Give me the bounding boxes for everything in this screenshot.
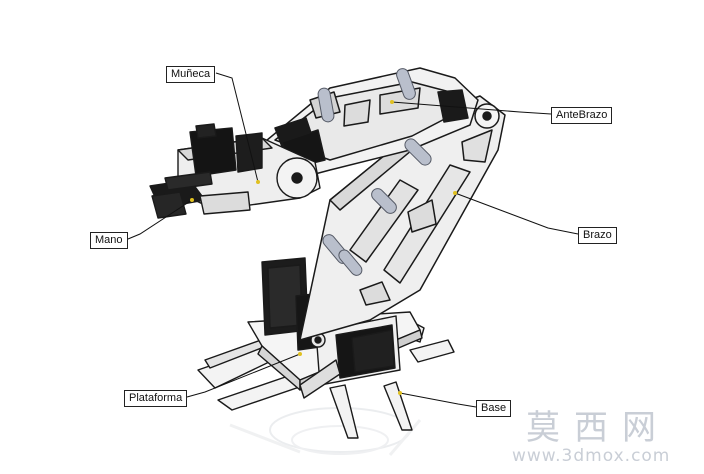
label-mano: Mano xyxy=(90,232,128,249)
forearm xyxy=(254,67,479,179)
floor-reflection xyxy=(229,407,422,456)
label-base: Base xyxy=(476,400,512,417)
label-brazo: Brazo xyxy=(578,227,617,244)
rods xyxy=(317,68,432,276)
platform xyxy=(247,257,423,399)
label-muneca: Muñeca xyxy=(166,66,216,83)
leader-dots xyxy=(190,100,457,395)
watermark-chinese: 莫西网 xyxy=(526,408,670,448)
label-plataforma: Plataforma xyxy=(124,390,188,407)
leader-lines xyxy=(127,72,579,408)
watermark-url: www.3dmox.com xyxy=(512,446,671,466)
label-antebrazo: AnteBrazo xyxy=(551,107,613,124)
upper-arm xyxy=(299,95,506,341)
